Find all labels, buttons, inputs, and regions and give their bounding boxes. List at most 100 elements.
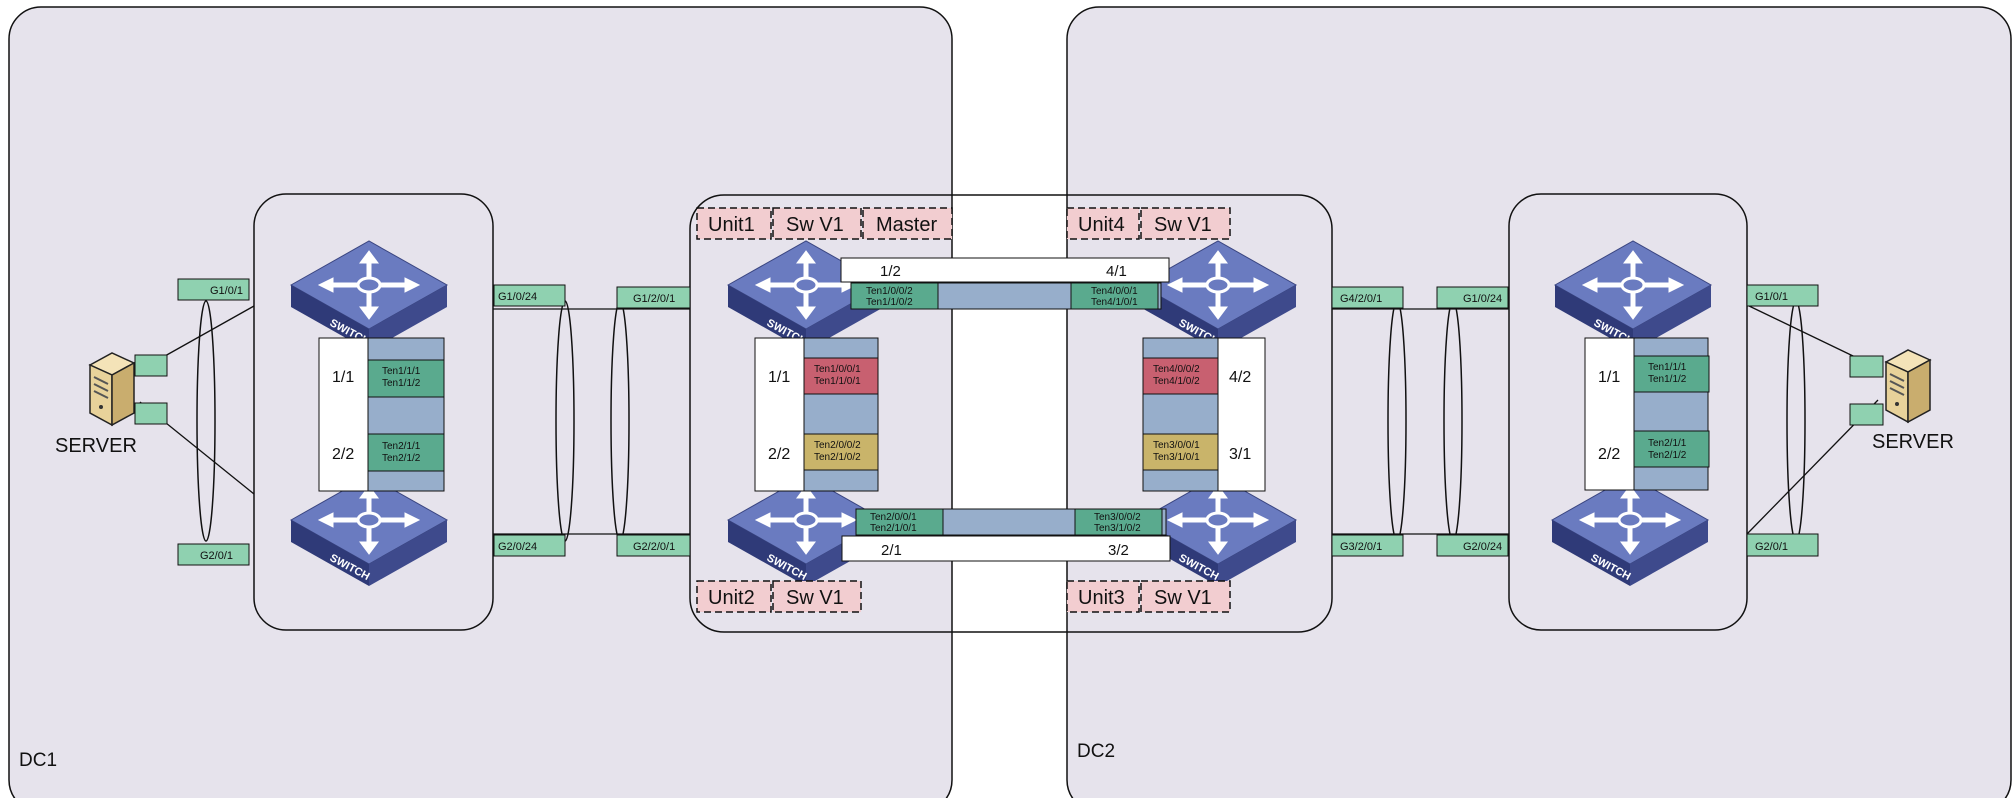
unit3-label: Unit3 [1078, 587, 1125, 609]
unit1-label: Unit1 [708, 214, 755, 236]
dc1-access-ten-bottom-1: Ten2/1/1 [382, 441, 421, 452]
irf-link-top-left-ten-2: Ten1/1/0/2 [866, 297, 913, 308]
dc1-server-nic-top [134, 354, 168, 377]
dc1-access-port-up-bottom [493, 534, 566, 557]
dc2-server-port-bottom-label: G2/0/1 [1755, 541, 1788, 553]
dc1-core-ten-bottom-2: Ten2/1/0/2 [814, 452, 861, 463]
dc2-core-irf-label-box [1217, 337, 1266, 492]
dc1-access-ten-top [367, 359, 445, 398]
dc2-access-irf-label-box [1584, 337, 1635, 491]
dc2-core-port-up-bottom-label: G3/2/0/1 [1340, 541, 1382, 553]
dc2-server-nic-top [1849, 355, 1884, 378]
irf-link-top-right-ten-2: Ten4/1/0/1 [1091, 297, 1138, 308]
dc2-server-nic-bottom [1849, 403, 1884, 426]
dc1-core-ten-top-2: Ten1/1/0/1 [814, 376, 861, 387]
dc2-core-irf-top: 4/2 [1229, 369, 1251, 386]
irf-link-top-label-bar [840, 257, 1170, 283]
dc1-label: DC1 [19, 750, 57, 771]
unit3-label-box [1066, 580, 1140, 613]
dc2-core-ten-bottom-1: Ten3/0/0/1 [1153, 440, 1200, 451]
dc1-access-irf-container [253, 193, 494, 631]
dc1-access-port-up-top-label: G1/0/24 [498, 291, 537, 303]
unit4-label: Unit4 [1078, 214, 1125, 236]
unit1-version-box [772, 207, 862, 240]
dc2-core-ten-top [1142, 357, 1219, 395]
dc2-server-port-top-label: G1/0/1 [1755, 291, 1788, 303]
dc2-core-ten-bottom-2: Ten3/1/0/1 [1153, 452, 1200, 463]
dc1-server-port-top [177, 278, 250, 301]
dc1-core-irf-label-box [754, 337, 805, 492]
dc2-core-irf-bottom: 3/1 [1229, 446, 1251, 463]
dc2-access-ten-top-1: Ten1/1/1 [1648, 362, 1687, 373]
dc1-server-port-bottom-label: G2/0/1 [200, 550, 233, 562]
irf-link-bottom-right-ten-2: Ten3/1/0/2 [1094, 523, 1141, 534]
core-irf-container [689, 194, 1333, 633]
dc2-access-irf-container [1508, 193, 1748, 631]
dc2-access-ten-top [1633, 355, 1710, 393]
dc2-server-port-bottom [1746, 533, 1819, 557]
irf-link-bottom-left-ten-1: Ten2/0/0/1 [870, 512, 917, 523]
dc1-core-ten-top [803, 357, 879, 395]
dc1-server-port-bottom [177, 543, 250, 566]
dc1-server-port-top-label: G1/0/1 [210, 285, 243, 297]
dc1-access-ten-top-1: Ten1/1/1 [382, 366, 421, 377]
irf-link-bottom-left-ten-2: Ten2/1/0/1 [870, 523, 917, 534]
irf-link-top-right-port [1070, 282, 1159, 310]
dc2-access-ten-bottom [1633, 430, 1710, 468]
dc1-access-irf-label-box [318, 337, 369, 492]
dc1-core-port-down-top-label: G1/2/0/1 [633, 293, 675, 305]
irf-link-bottom-right-port [1074, 508, 1163, 536]
dc1-server-label: SERVER [55, 435, 137, 457]
irf-link-bottom-right: 3/2 [1108, 542, 1129, 559]
unit3-version: Sw V1 [1154, 587, 1212, 609]
dc2-access-port-down-top [1436, 286, 1509, 309]
dc1-core-ten-bottom-1: Ten2/0/0/2 [814, 440, 861, 451]
dc2-core-port-up-top [1331, 286, 1404, 309]
irf-link-bottom-right-ten-1: Ten3/0/0/2 [1094, 512, 1141, 523]
irf-link-bottom-left: 2/1 [881, 542, 902, 559]
dc1-access-port-up-top [493, 284, 566, 307]
dc1-access-irf-bottom: 2/2 [332, 446, 354, 463]
unit2-version: Sw V1 [786, 587, 844, 609]
dc1-core-port-down-bottom-label: G2/2/0/1 [633, 541, 675, 553]
irf-link-top-right: 4/1 [1106, 263, 1127, 280]
dc1-core-irf-bottom: 2/2 [768, 446, 790, 463]
dc2-core-port-up-top-label: G4/2/0/1 [1340, 293, 1382, 305]
dc2-access-port-down-top-label: G1/0/24 [1463, 293, 1502, 305]
dc2-access-ten-top-2: Ten1/1/2 [1648, 374, 1687, 385]
dc2-access-ten-bottom-2: Ten2/1/2 [1648, 450, 1687, 461]
unit2-label: Unit2 [708, 587, 755, 609]
server-icon [1885, 349, 1931, 423]
unit1-role-box [862, 207, 953, 240]
dc1-access-irf-top: 1/1 [332, 369, 354, 386]
irf-link-top-left-ten-1: Ten1/0/0/2 [866, 286, 913, 297]
irf-link-top-right-ten-1: Ten4/0/0/1 [1091, 286, 1138, 297]
dc1-server-nic-bottom [134, 402, 168, 425]
dc1-core-port-down-top [616, 286, 691, 309]
lag-ellipse-dc1-server [196, 300, 216, 542]
dc1-core-irf-top: 1/1 [768, 369, 790, 386]
dc2-access-port-down-bottom [1436, 534, 1509, 557]
dc2-core-ten-top-1: Ten4/0/0/2 [1153, 364, 1200, 375]
dc2-core-ten-bottom [1142, 433, 1219, 471]
unit2-label-box [696, 580, 772, 613]
irf-link-bottom-left-port [855, 508, 944, 536]
unit2-version-box [772, 580, 862, 613]
dc2-region [1066, 6, 2012, 798]
unit1-role: Master [876, 214, 937, 236]
unit1-version: Sw V1 [786, 214, 844, 236]
dc2-access-irf-top: 1/1 [1598, 369, 1620, 386]
dc2-core-ten-top-2: Ten4/1/0/2 [1153, 376, 1200, 387]
unit3-version-box [1140, 580, 1231, 613]
dc1-core-ten-bottom [803, 433, 879, 471]
dc1-core-ten-top-1: Ten1/0/0/1 [814, 364, 861, 375]
unit4-version-box [1140, 207, 1231, 240]
irf-link-bottom-label-bar [841, 535, 1171, 562]
dc1-access-ten-top-2: Ten1/1/2 [382, 378, 421, 389]
dc2-access-irf-bottom: 2/2 [1598, 446, 1620, 463]
dc1-access-ten-bottom [367, 433, 445, 472]
dc2-access-ten-bottom-1: Ten2/1/1 [1648, 438, 1687, 449]
dc2-server-port-top [1746, 284, 1819, 307]
dc2-server-label: SERVER [1872, 431, 1954, 453]
